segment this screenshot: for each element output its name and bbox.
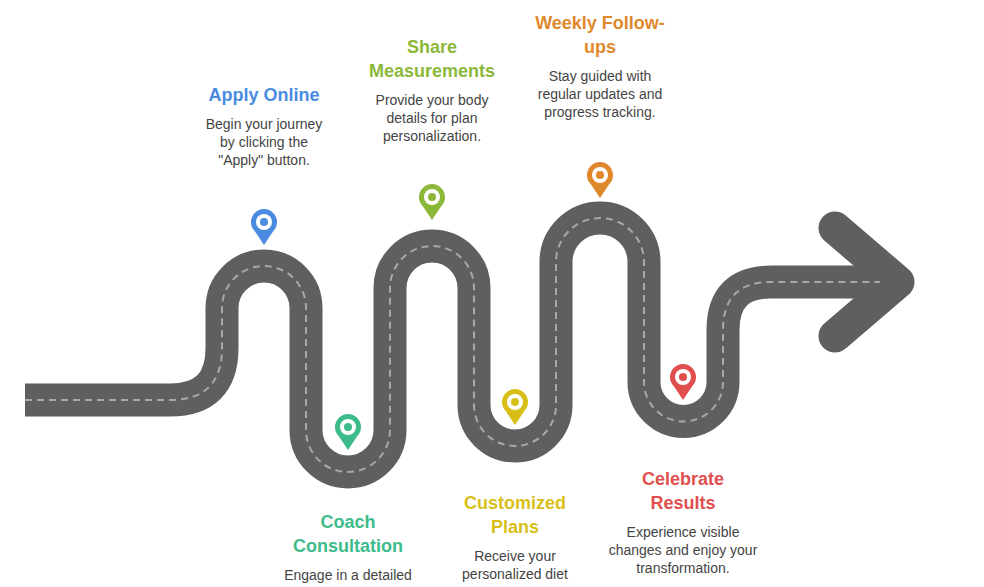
pin-hole <box>424 189 440 205</box>
road-surface <box>25 218 885 472</box>
pin-shape <box>335 414 361 450</box>
pin-hole <box>675 369 691 385</box>
milestone: Weekly Follow-upsStay guided with regula… <box>524 11 676 121</box>
pin-shape <box>670 364 696 400</box>
winding-road <box>25 218 898 472</box>
pin-dot <box>260 218 268 226</box>
step-title: Apply Online <box>194 83 334 107</box>
pin-markers <box>251 162 696 450</box>
step-title: Weekly Follow-ups <box>530 11 670 59</box>
pin-dot <box>428 193 436 201</box>
pin-shape <box>502 389 528 425</box>
pin-shape <box>251 209 277 245</box>
pin-dot <box>679 373 687 381</box>
road-center-line <box>25 218 880 472</box>
pin-hole <box>507 394 523 410</box>
step-description: Experience visible changes and enjoy you… <box>608 523 758 577</box>
step-description: Engage in a detailed <box>273 566 423 584</box>
step-title: Coach Consultation <box>278 510 418 558</box>
step-description: Receive your personalized diet <box>450 547 580 583</box>
pin-hole <box>592 167 608 183</box>
location-pin <box>335 414 361 450</box>
step-description: Provide your body details for plan perso… <box>368 91 496 145</box>
milestone: Share MeasurementsProvide your body deta… <box>360 35 504 145</box>
pin-shape <box>587 162 613 198</box>
pin-shape <box>419 184 445 220</box>
pin-dot <box>596 171 604 179</box>
step-title: Share Measurements <box>362 35 502 83</box>
step-description: Begin your journey by clicking the "Appl… <box>197 115 332 169</box>
location-pin <box>251 209 277 245</box>
step-description: Stay guided with regular updates and pro… <box>526 67 674 121</box>
pin-hole <box>340 419 356 435</box>
location-pin <box>670 364 696 400</box>
pin-hole <box>256 214 272 230</box>
step-title: Customized Plans <box>445 491 585 539</box>
milestone: Customized PlansReceive your personalize… <box>443 491 587 583</box>
milestone: Apply OnlineBegin your journey by clicki… <box>192 83 336 169</box>
location-pin <box>419 184 445 220</box>
milestone: Celebrate ResultsExperience visible chan… <box>606 467 760 577</box>
location-pin <box>502 389 528 425</box>
pin-dot <box>511 398 519 406</box>
step-title: Celebrate Results <box>613 467 753 515</box>
pin-dot <box>344 423 352 431</box>
location-pin <box>587 162 613 198</box>
milestone: Coach ConsultationEngage in a detailed <box>271 510 425 584</box>
